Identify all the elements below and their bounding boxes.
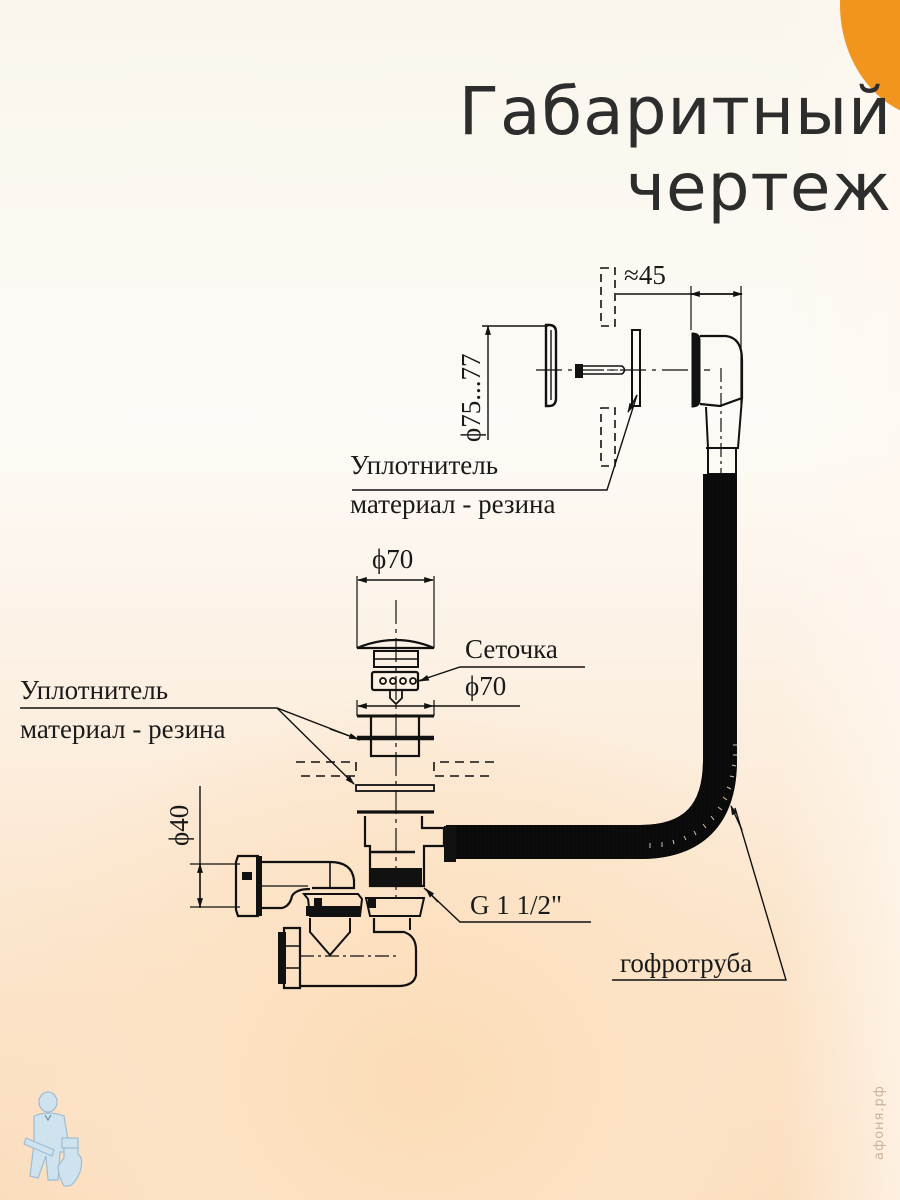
corrugated-pipe-leader — [612, 807, 787, 981]
drain-body — [363, 816, 446, 888]
siphon-assembly — [190, 786, 426, 990]
strainer-leader — [417, 666, 585, 682]
gap-dimension-label: ≈45 — [624, 260, 666, 290]
corrugated-pipe-label: гофротруба — [620, 948, 753, 978]
overflow-assembly — [352, 267, 744, 491]
drain-cap — [356, 638, 435, 650]
tub-bottom-left — [296, 761, 357, 777]
drain-seal-lower — [355, 784, 435, 792]
cover-diameter-label: ϕ75...77 — [456, 353, 486, 442]
overflow-seal-material: материал - резина — [350, 489, 556, 519]
background-fade — [780, 0, 900, 1200]
tub-bottom-right — [433, 761, 494, 777]
outlet-pipe — [262, 860, 356, 890]
corrugation-ticks — [649, 744, 737, 848]
drain-seal-name: Уплотнитель — [20, 675, 169, 705]
strainer-label: Сеточка — [465, 634, 558, 664]
drain-assembly — [20, 576, 591, 923]
title-line-2: чертеж — [625, 149, 892, 226]
drain-seal-material: материал - резина — [20, 714, 226, 744]
outlet-diameter-label: ϕ40 — [164, 804, 194, 846]
plumber-mascot-icon — [23, 1091, 83, 1187]
page-title: Габаритный чертеж — [459, 74, 892, 226]
overflow-seal-name: Уплотнитель — [350, 450, 499, 480]
accent-circle — [840, 0, 900, 111]
overflow-elbow — [699, 334, 744, 408]
drain-thread — [370, 868, 422, 886]
watermark: афоня.рф — [872, 1085, 887, 1160]
strainer — [370, 670, 420, 692]
tub-wall-upper — [600, 267, 616, 327]
trap-side-nut — [282, 926, 302, 990]
flange-diameter-label: ϕ70 — [465, 671, 507, 701]
title-line-1: Габаритный — [458, 73, 892, 150]
trap-nut-right — [364, 897, 426, 917]
overflow-seal-leader — [352, 394, 638, 491]
trap-body — [300, 918, 418, 988]
tub-wall-lower — [600, 407, 616, 467]
thread-label: G 1 1/2" — [470, 890, 563, 920]
overflow-cover — [544, 323, 558, 408]
cap-diameter-label: ϕ70 — [372, 544, 414, 574]
overflow-seal-plate — [631, 329, 641, 407]
